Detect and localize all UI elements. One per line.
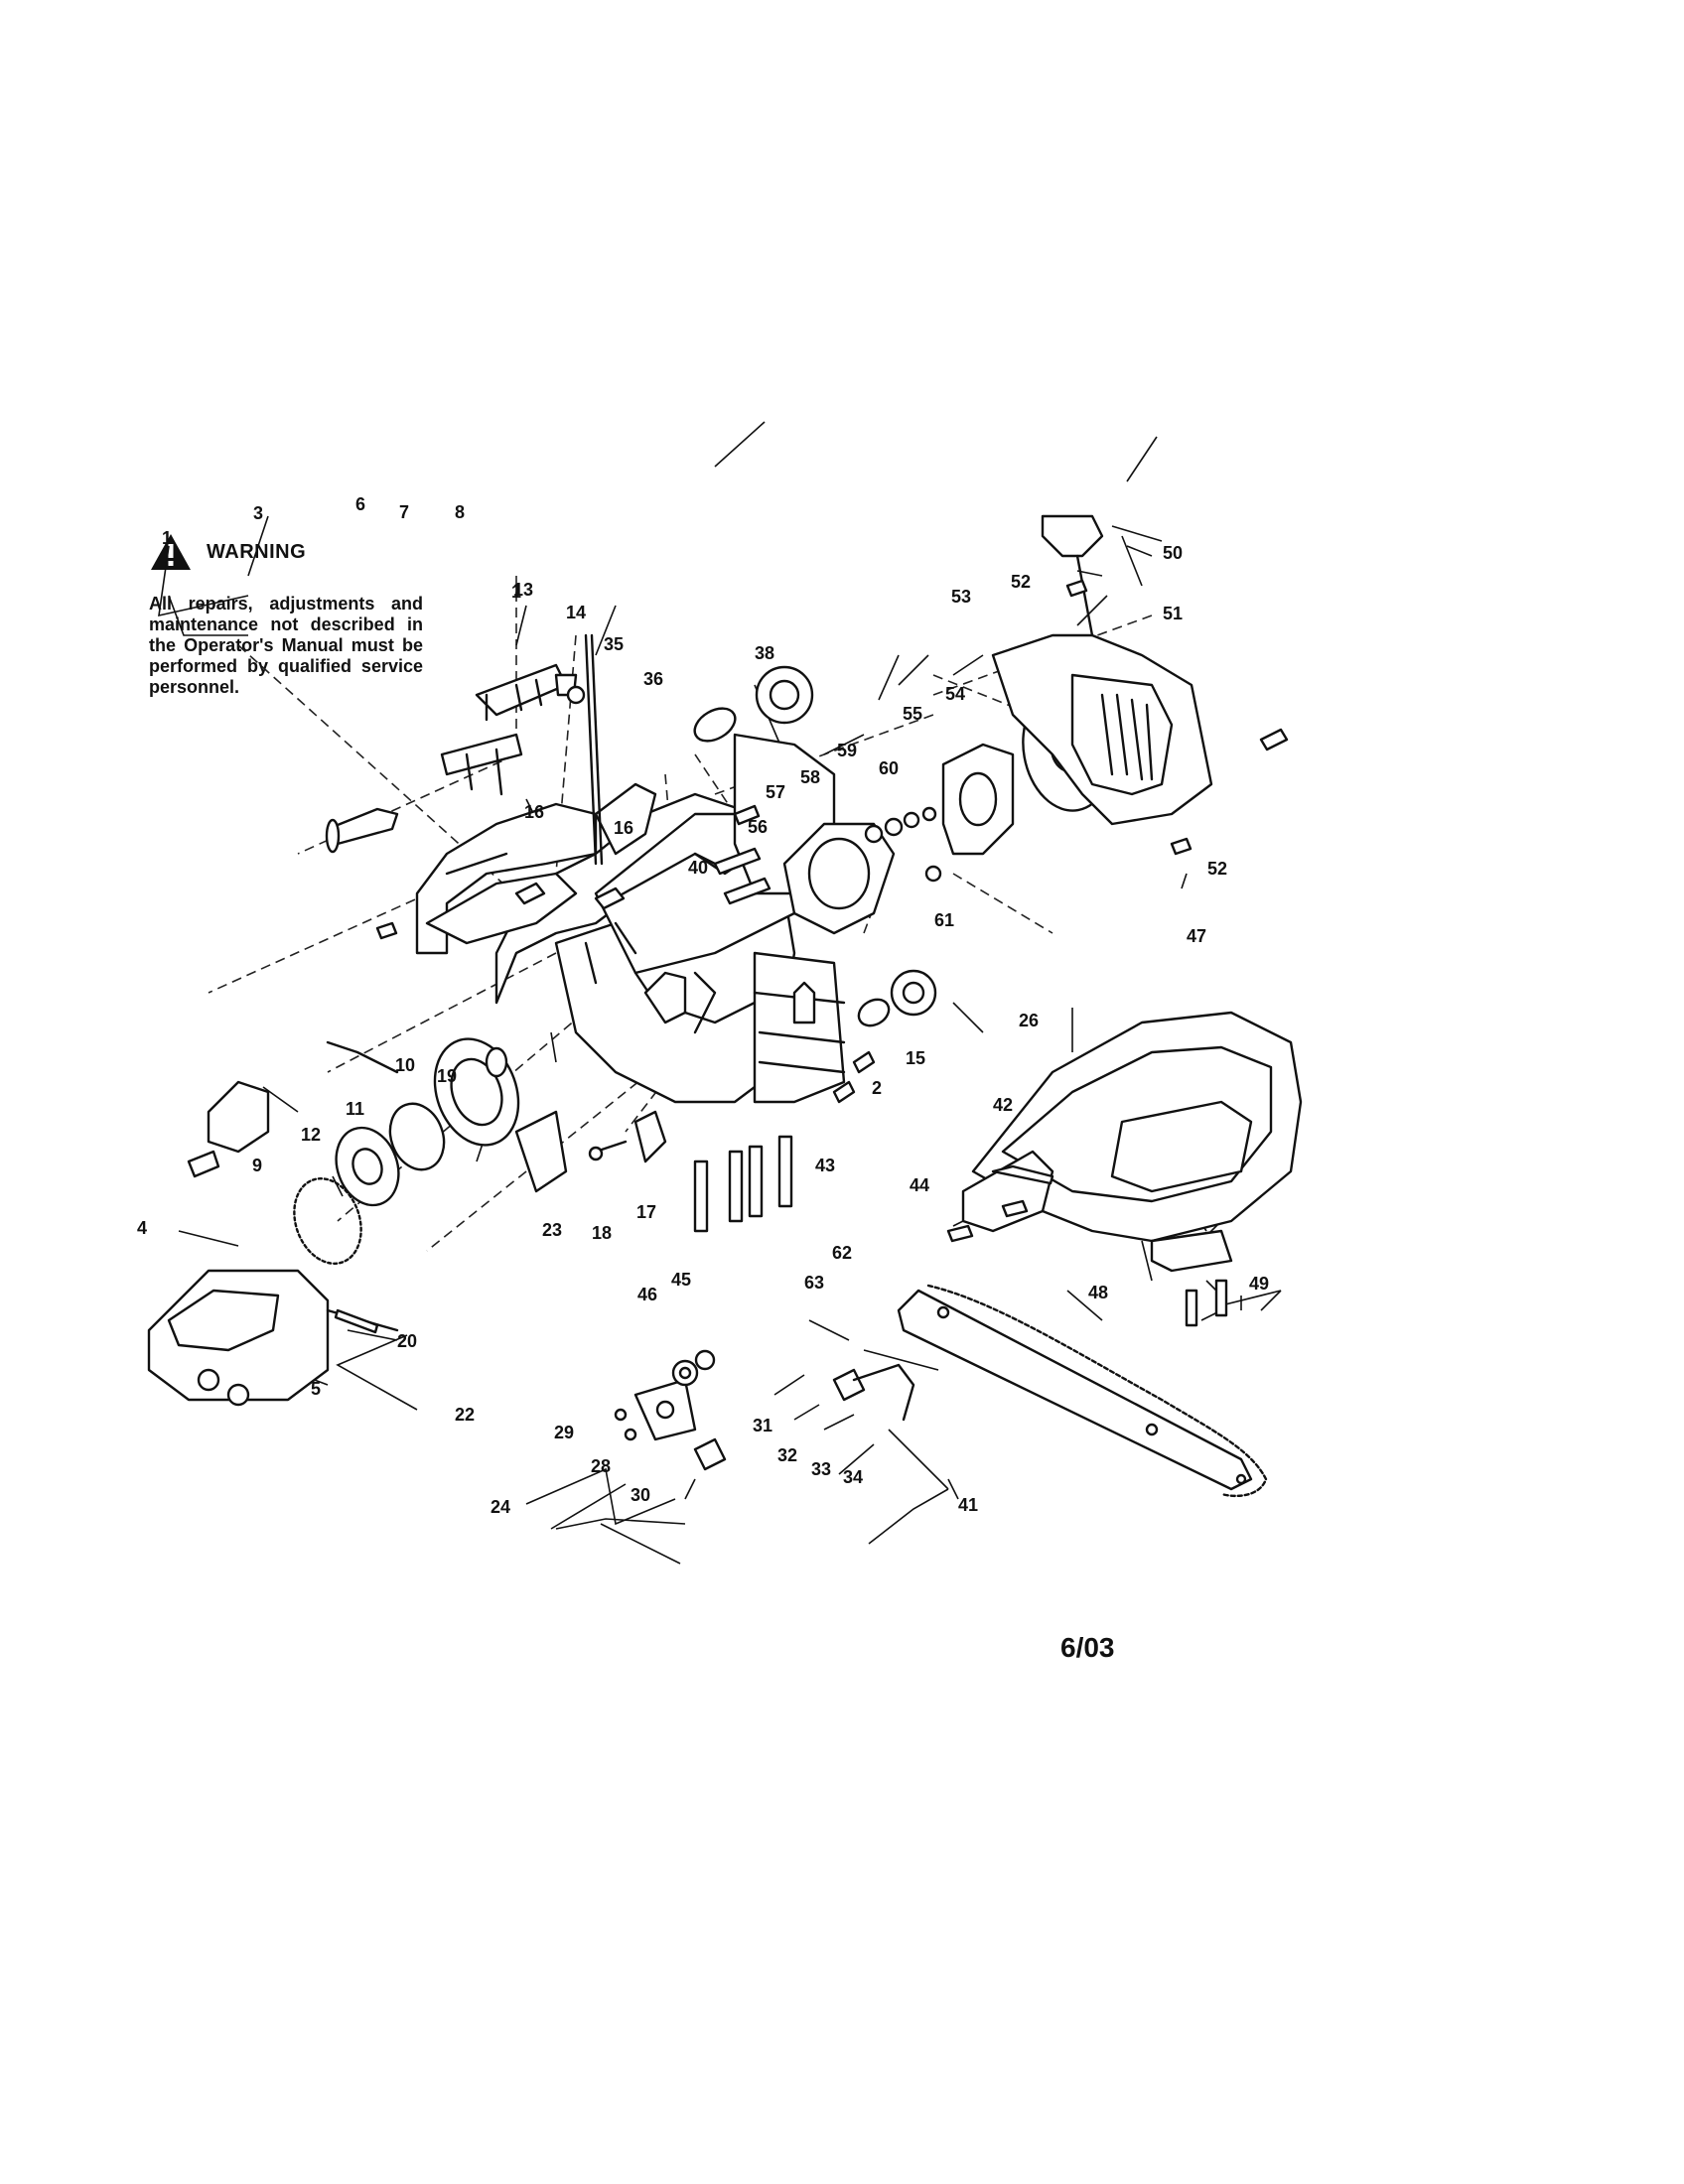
- label-19: 19: [437, 1066, 457, 1086]
- label-42: 42: [993, 1095, 1013, 1115]
- label-4: 4: [137, 1218, 147, 1238]
- label-44: 44: [910, 1175, 929, 1195]
- label-40: 40: [688, 858, 708, 878]
- label-10: 10: [395, 1055, 415, 1075]
- warning-box: WARNING All repairs, adjustments and mai…: [149, 532, 423, 698]
- label-30: 30: [631, 1485, 650, 1505]
- label-34: 34: [843, 1467, 863, 1487]
- label-46: 46: [637, 1285, 657, 1304]
- engine-housing: [494, 733, 846, 1104]
- date-code: 6/03: [1060, 1632, 1115, 1663]
- label-9: 9: [252, 1156, 262, 1175]
- part-number-labels: 1 1 2 3 4 5 6 7 8 9 10 11 12 13 14 15 16…: [137, 494, 1269, 1517]
- label-29: 29: [554, 1423, 574, 1442]
- label-43: 43: [815, 1156, 835, 1175]
- label-33: 33: [811, 1459, 831, 1479]
- label-56: 56: [748, 817, 768, 837]
- warning-triangle-icon: [151, 534, 191, 570]
- label-47: 47: [1187, 926, 1206, 946]
- label-57: 57: [766, 782, 785, 802]
- label-50: 50: [1163, 543, 1183, 563]
- label-1b: 1: [511, 582, 521, 602]
- label-53: 53: [951, 587, 971, 607]
- label-24: 24: [491, 1497, 510, 1517]
- sprocket-cover-part: [147, 1269, 399, 1407]
- label-12: 12: [301, 1125, 321, 1145]
- label-7: 7: [399, 502, 409, 522]
- label-35: 35: [604, 634, 624, 654]
- label-18: 18: [592, 1223, 612, 1243]
- label-41: 41: [958, 1495, 978, 1515]
- label-31: 31: [753, 1416, 772, 1435]
- label-49: 49: [1249, 1274, 1269, 1294]
- label-5: 5: [311, 1379, 321, 1399]
- warning-text: All repairs, adjustments and maintenance…: [149, 594, 423, 697]
- front-handle-part: [961, 1011, 1303, 1273]
- label-48: 48: [1088, 1283, 1108, 1302]
- label-45: 45: [671, 1270, 691, 1290]
- label-23: 23: [542, 1220, 562, 1240]
- label-52b: 52: [1207, 859, 1227, 879]
- label-6: 6: [355, 494, 365, 514]
- label-14: 14: [566, 603, 586, 622]
- top-parts: [325, 633, 626, 910]
- label-3: 3: [253, 503, 263, 523]
- label-22: 22: [455, 1405, 475, 1425]
- label-54: 54: [945, 684, 965, 704]
- label-8: 8: [455, 502, 465, 522]
- label-60: 60: [879, 758, 899, 778]
- chain-brake-parts: [514, 1110, 667, 1193]
- label-16a: 16: [524, 802, 544, 822]
- label-2: 2: [872, 1078, 882, 1098]
- label-36: 36: [643, 669, 663, 689]
- adjuster-parts: [614, 1349, 915, 1471]
- label-15: 15: [906, 1048, 925, 1068]
- label-55: 55: [903, 704, 922, 724]
- label-52a: 52: [1011, 572, 1031, 592]
- label-61: 61: [934, 910, 954, 930]
- label-28: 28: [591, 1456, 611, 1476]
- clutch-parts: [187, 1037, 520, 1265]
- label-1a: 1: [162, 528, 172, 548]
- ignition-parts: [693, 665, 896, 935]
- label-32: 32: [777, 1445, 797, 1465]
- label-58: 58: [800, 767, 820, 787]
- label-20: 20: [397, 1331, 417, 1351]
- label-63: 63: [804, 1273, 824, 1293]
- label-59: 59: [837, 741, 857, 760]
- primer-parts: [832, 969, 937, 1104]
- guide-bar-part: [897, 1284, 1268, 1498]
- bolts-43: [693, 1135, 793, 1233]
- label-38: 38: [755, 643, 774, 663]
- label-16b: 16: [614, 818, 633, 838]
- label-62: 62: [832, 1243, 852, 1263]
- label-13: 13: [513, 580, 533, 600]
- label-51: 51: [1163, 604, 1183, 623]
- label-11: 11: [346, 1099, 364, 1119]
- screws: [375, 579, 1289, 1327]
- label-17: 17: [636, 1202, 656, 1222]
- starter-housing-part: [991, 514, 1213, 826]
- label-26: 26: [1019, 1011, 1039, 1030]
